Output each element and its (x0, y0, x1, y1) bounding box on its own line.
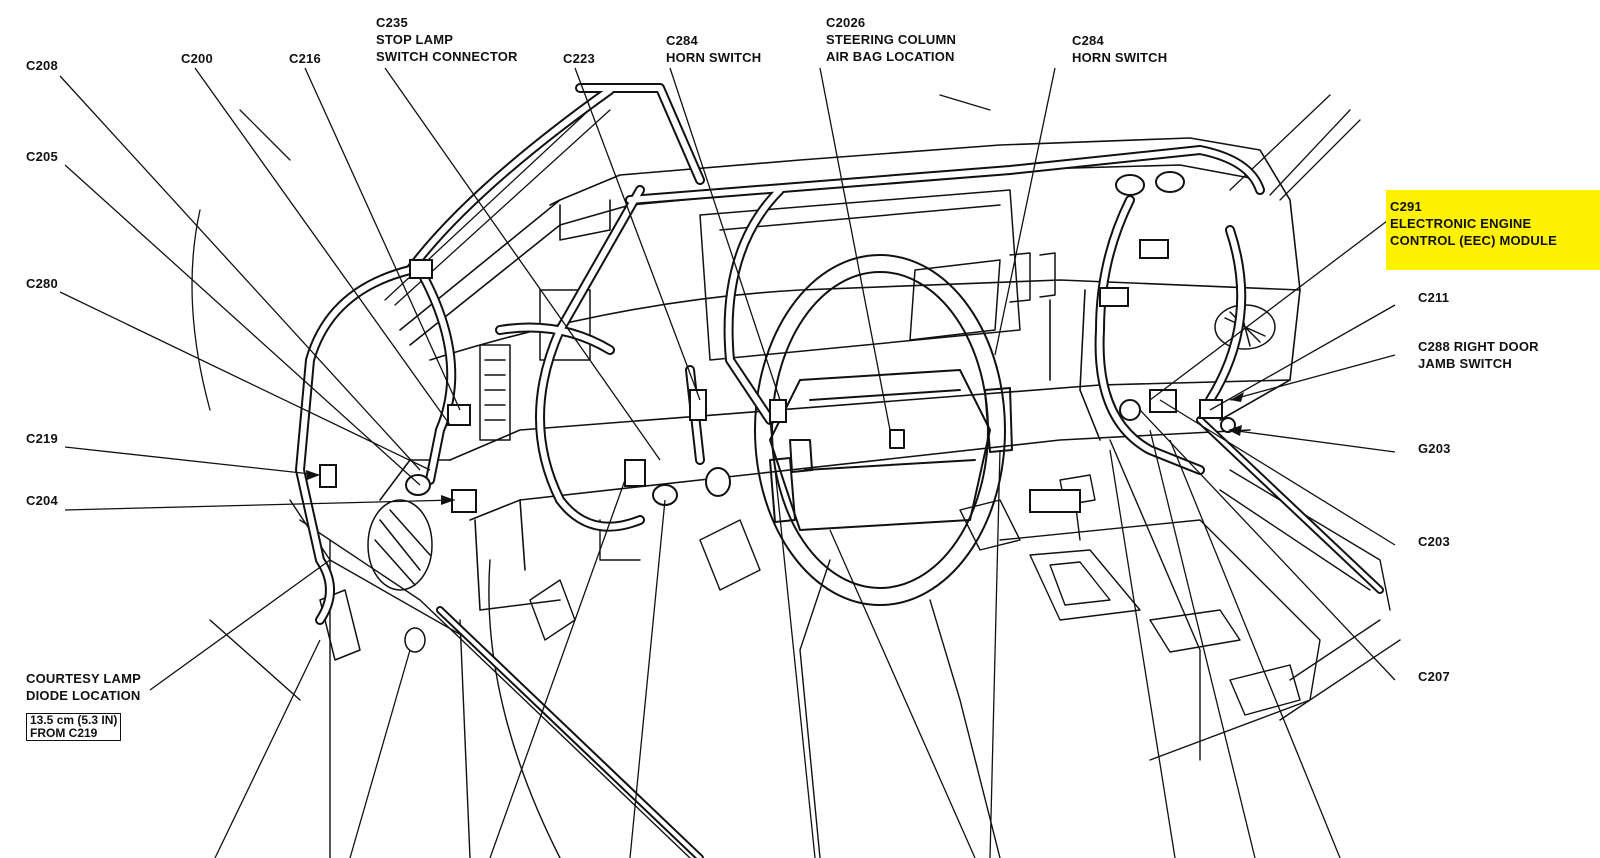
vents (319, 289, 1276, 661)
label-g203: G203 (1418, 441, 1451, 456)
label-c288: C288 RIGHT DOOR JAMB SWITCH (1418, 339, 1539, 371)
center-console (959, 439, 1401, 761)
label-c291: C291 ELECTRONIC ENGINE CONTROL (EEC) MOD… (1390, 199, 1557, 248)
label-c205: C205 (26, 149, 58, 164)
label-courtesy-lamp: COURTESY LAMP DIODE LOCATION (26, 671, 142, 703)
leader-lines (59, 67, 1396, 858)
label-c284-right: C284 HORN SWITCH (1072, 33, 1168, 65)
distance-note: 13.5 cm (5.3 IN) FROM C219 (26, 713, 122, 741)
instrument-cluster (699, 189, 1056, 361)
c291-highlight (1386, 190, 1600, 270)
label-c204: C204 (26, 493, 58, 508)
label-c200: C200 (181, 51, 213, 66)
arrowheads (306, 392, 1244, 505)
label-c219: C219 (26, 431, 58, 446)
label-c284-left: C284 HORN SWITCH (666, 33, 762, 65)
connectors (319, 171, 1236, 513)
label-c223: C223 (563, 51, 595, 66)
label-c207: C207 (1418, 669, 1450, 684)
steering-wheel (754, 254, 1013, 606)
dashboard-outline (379, 137, 1301, 611)
wiring-harness (295, 83, 1384, 858)
label-c216: C216 (289, 51, 321, 66)
label-c2026: C2026 STEERING COLUMN AIR BAG LOCATION (826, 15, 957, 64)
label-c208: C208 (26, 58, 58, 73)
label-c235: C235 STOP LAMP SWITCH CONNECTOR (376, 15, 518, 64)
windshield-lines (191, 94, 1361, 411)
right-sill (1219, 469, 1391, 611)
label-c211: C211 (1418, 290, 1450, 305)
label-c203: C203 (1418, 534, 1450, 549)
label-c280: C280 (26, 276, 58, 291)
